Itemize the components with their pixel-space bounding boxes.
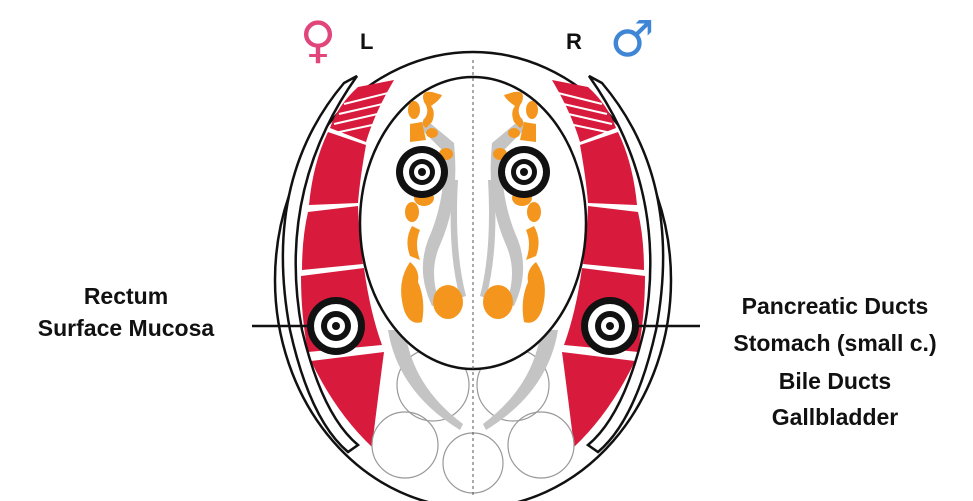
target-marker-upper-right	[498, 146, 550, 198]
right-side-letter: R	[566, 29, 582, 54]
left-muscle-segment-3	[302, 206, 363, 270]
male-symbol-icon: ♂	[610, 10, 655, 68]
target-marker-rectum	[307, 297, 365, 355]
target-marker-upper-left	[396, 146, 448, 198]
left-label-line-1: Rectum	[84, 283, 168, 309]
female-symbol-icon: ♀	[300, 11, 337, 69]
right-label-line-1: Pancreatic Ducts	[742, 293, 929, 319]
left-side-letter: L	[360, 29, 373, 54]
right-label-line-3: Bile Ducts	[779, 368, 891, 394]
right-label-line-2: Stomach (small c.)	[733, 330, 936, 356]
target-marker-pancreatic	[581, 297, 639, 355]
left-label-line-2: Surface Mucosa	[38, 315, 215, 341]
right-label-line-4: Gallbladder	[772, 404, 899, 430]
right-muscle-segment-3	[583, 206, 644, 270]
